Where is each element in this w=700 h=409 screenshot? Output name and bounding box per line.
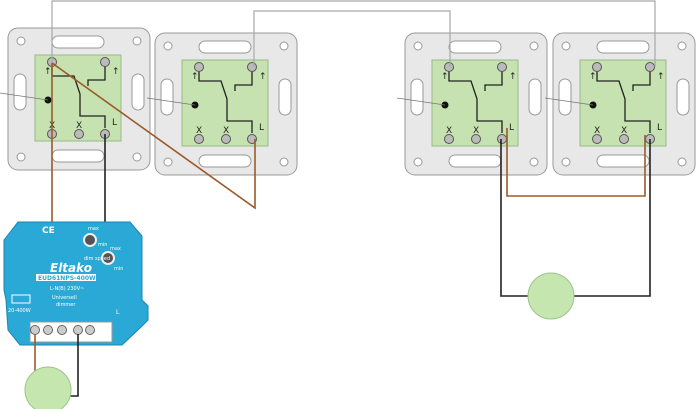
terminal-label: L [657, 123, 662, 133]
svg-text:min: min [98, 242, 107, 248]
terminal-label: X [196, 126, 202, 136]
black-wire-right-b [574, 139, 651, 297]
svg-text:L: L [116, 309, 120, 316]
brand-logo: Eltako [50, 261, 92, 275]
svg-text:dim speed: dim speed [84, 256, 110, 262]
screw-terminal [444, 134, 454, 144]
screw-terminal [74, 129, 84, 139]
knob-1[interactable] [83, 233, 97, 247]
switch-insert-3: ↑ ↑ X X L [396, 32, 548, 176]
black-wire-right-a [500, 139, 528, 297]
gray-wire-top-short [253, 10, 451, 67]
lamp-right [527, 272, 575, 320]
brown-wire-diagonal [51, 62, 256, 210]
screw-terminal [444, 62, 454, 72]
terminal-label: X [446, 126, 452, 136]
dimmer-terminals [30, 325, 95, 335]
terminal-label: L [112, 118, 117, 128]
svg-text:max: max [110, 246, 121, 252]
switch-insert-4: ↑ ↑ X X L [544, 32, 696, 176]
svg-text:min: min [114, 266, 123, 272]
terminal-label: X [621, 126, 627, 136]
terminal-label: L [259, 123, 264, 133]
screw-terminal [194, 134, 204, 144]
terminal-label: ↑ [259, 72, 267, 82]
terminal-label: X [76, 121, 82, 131]
svg-text:L-N(B) 230V~: L-N(B) 230V~ [50, 286, 84, 292]
terminal-label: X [223, 126, 229, 136]
terminal-label: ↑ [589, 72, 597, 82]
svg-text:dimmer: dimmer [56, 302, 76, 308]
terminal-label: X [594, 126, 600, 136]
svg-text:max: max [88, 226, 99, 232]
lamp-left [24, 366, 72, 409]
svg-text:20-400W: 20-400W [8, 308, 31, 314]
svg-text:Universell: Universell [52, 295, 77, 301]
dimmer-module: CE max min max min dim speed Eltako EUD6… [3, 221, 149, 346]
terminal-label: L [509, 123, 514, 133]
screw-terminal [645, 62, 655, 72]
switch-insert-2: ↑ ↑ X X L [146, 32, 298, 176]
terminal-label: ↑ [509, 72, 517, 82]
screw-terminal [592, 62, 602, 72]
screw-terminal [194, 62, 204, 72]
screw-terminal [497, 62, 507, 72]
terminal-label: X [473, 126, 479, 136]
model-label: EUD61NPS-400W [38, 275, 96, 282]
terminal-label: ↑ [441, 72, 449, 82]
brown-wire-right [506, 128, 646, 197]
screw-terminal [497, 134, 507, 144]
terminal-label: ↑ [112, 67, 120, 77]
screw-terminal [221, 134, 231, 144]
screw-terminal [471, 134, 481, 144]
knob-2-dim-speed[interactable] [101, 251, 115, 265]
screw-terminal [592, 134, 602, 144]
screw-terminal [247, 62, 257, 72]
ce-mark: CE [42, 226, 55, 236]
terminal-label: ↑ [657, 72, 665, 82]
screw-terminal [100, 57, 110, 67]
terminal-label: ↑ [44, 67, 52, 77]
terminal-label: ↑ [191, 72, 199, 82]
screw-terminal [619, 134, 629, 144]
gray-wire-top-long [51, 0, 656, 67]
black-wire-lamp [70, 334, 79, 397]
